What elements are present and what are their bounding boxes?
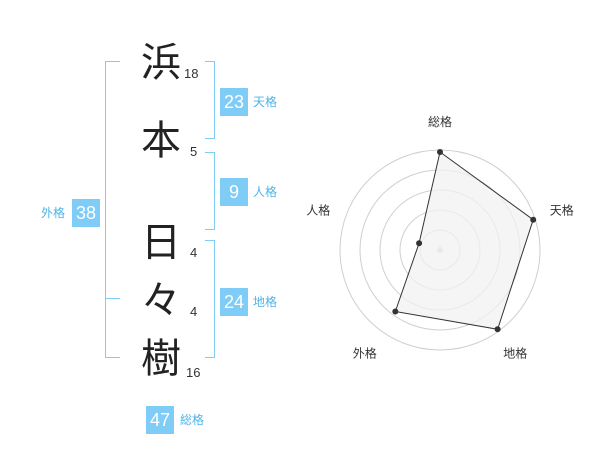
- tenkaku-bracket: [205, 61, 215, 139]
- jinkaku-value: 9: [220, 178, 248, 206]
- chikaku-label: 地格: [253, 295, 278, 309]
- radar-point-4: [392, 308, 399, 315]
- stroke-count-1: 18: [184, 66, 199, 81]
- name-char-2: 本: [141, 118, 181, 164]
- stroke-count-3: 4: [190, 245, 198, 260]
- stroke-count-5: 16: [186, 365, 201, 380]
- radar-point-1: [437, 149, 443, 155]
- soukaku-label: 総格: [180, 413, 205, 427]
- stroke-count-4: 4: [190, 304, 198, 319]
- jinkaku-label: 人格: [253, 185, 278, 199]
- gaikaku-value: 38: [72, 199, 100, 227]
- radar-axis-label-3: 地格: [503, 346, 527, 361]
- gaikaku-divider-tick: [105, 298, 120, 299]
- tenkaku-value: 23: [220, 88, 248, 116]
- radar-point-2: [530, 216, 537, 223]
- radar-point-3: [494, 326, 501, 333]
- tenkaku-label: 天格: [253, 95, 278, 109]
- name-char-1: 浜: [141, 40, 181, 86]
- radar-axis-label-4: 外格: [353, 346, 377, 361]
- name-char-5: 樹: [141, 336, 181, 382]
- radar-polygon: [394, 151, 534, 330]
- radar-axis-label-5: 人格: [306, 202, 330, 217]
- name-char-4: 々: [141, 278, 181, 324]
- radar-axis-label-1: 総格: [428, 114, 452, 129]
- radar-axis-label-2: 天格: [550, 202, 574, 217]
- radar-point-5: [416, 240, 423, 247]
- jinkaku-bracket: [205, 152, 215, 230]
- gaikaku-label: 外格: [41, 206, 66, 220]
- chikaku-value: 24: [220, 288, 248, 316]
- stroke-count-2: 5: [190, 144, 198, 159]
- soukaku-value: 47: [146, 406, 174, 434]
- chikaku-bracket: [205, 240, 215, 358]
- name-char-3: 日: [141, 220, 181, 266]
- gaikaku-bracket: [105, 61, 120, 358]
